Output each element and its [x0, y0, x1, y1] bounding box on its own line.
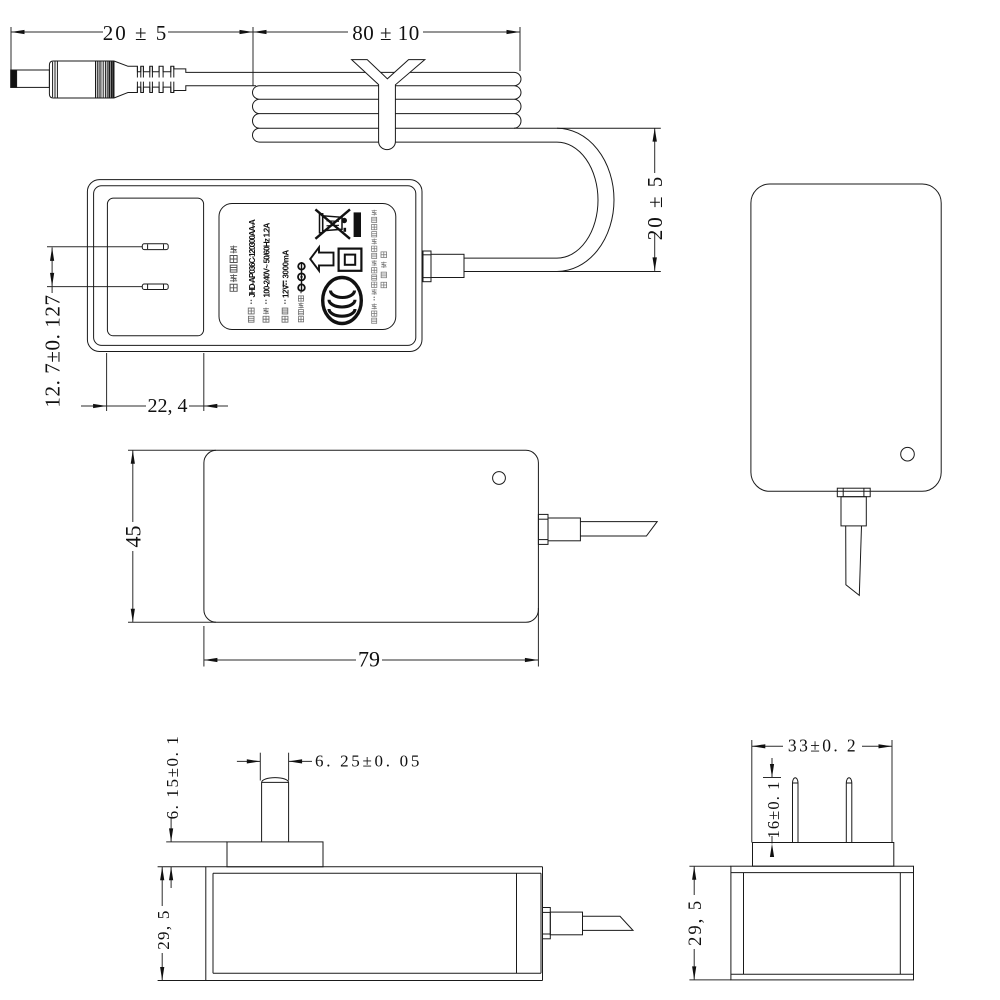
svg-text:6. 25±0. 05: 6. 25±0. 05 — [315, 752, 422, 771]
svg-text:22, 4: 22, 4 — [148, 395, 188, 417]
svg-text:80 ± 10: 80 ± 10 — [352, 21, 420, 45]
svg-text:20 ± 5: 20 ± 5 — [643, 175, 667, 241]
svg-text:79: 79 — [358, 647, 380, 672]
svg-text:6. 15±0. 1: 6. 15±0. 1 — [163, 735, 182, 820]
svg-text:100-240V~ 50/60Hz 1.2A: 100-240V~ 50/60Hz 1.2A — [263, 223, 272, 298]
svg-text:JHD-AP036C-120300AA-A: JHD-AP036C-120300AA-A — [248, 219, 257, 297]
svg-text:16±0. 1: 16±0. 1 — [764, 780, 783, 838]
svg-text:29, 5: 29, 5 — [686, 899, 706, 946]
svg-text:29, 5: 29, 5 — [154, 909, 173, 950]
svg-text:33±0. 2: 33±0. 2 — [788, 736, 858, 756]
svg-text:45: 45 — [120, 526, 145, 548]
svg-text:12. 7±0. 127: 12. 7±0. 127 — [41, 294, 65, 407]
svg-text:3000mA: 3000mA — [282, 250, 291, 279]
svg-text:12V: 12V — [282, 284, 291, 298]
svg-text:20 ± 5: 20 ± 5 — [103, 21, 169, 45]
